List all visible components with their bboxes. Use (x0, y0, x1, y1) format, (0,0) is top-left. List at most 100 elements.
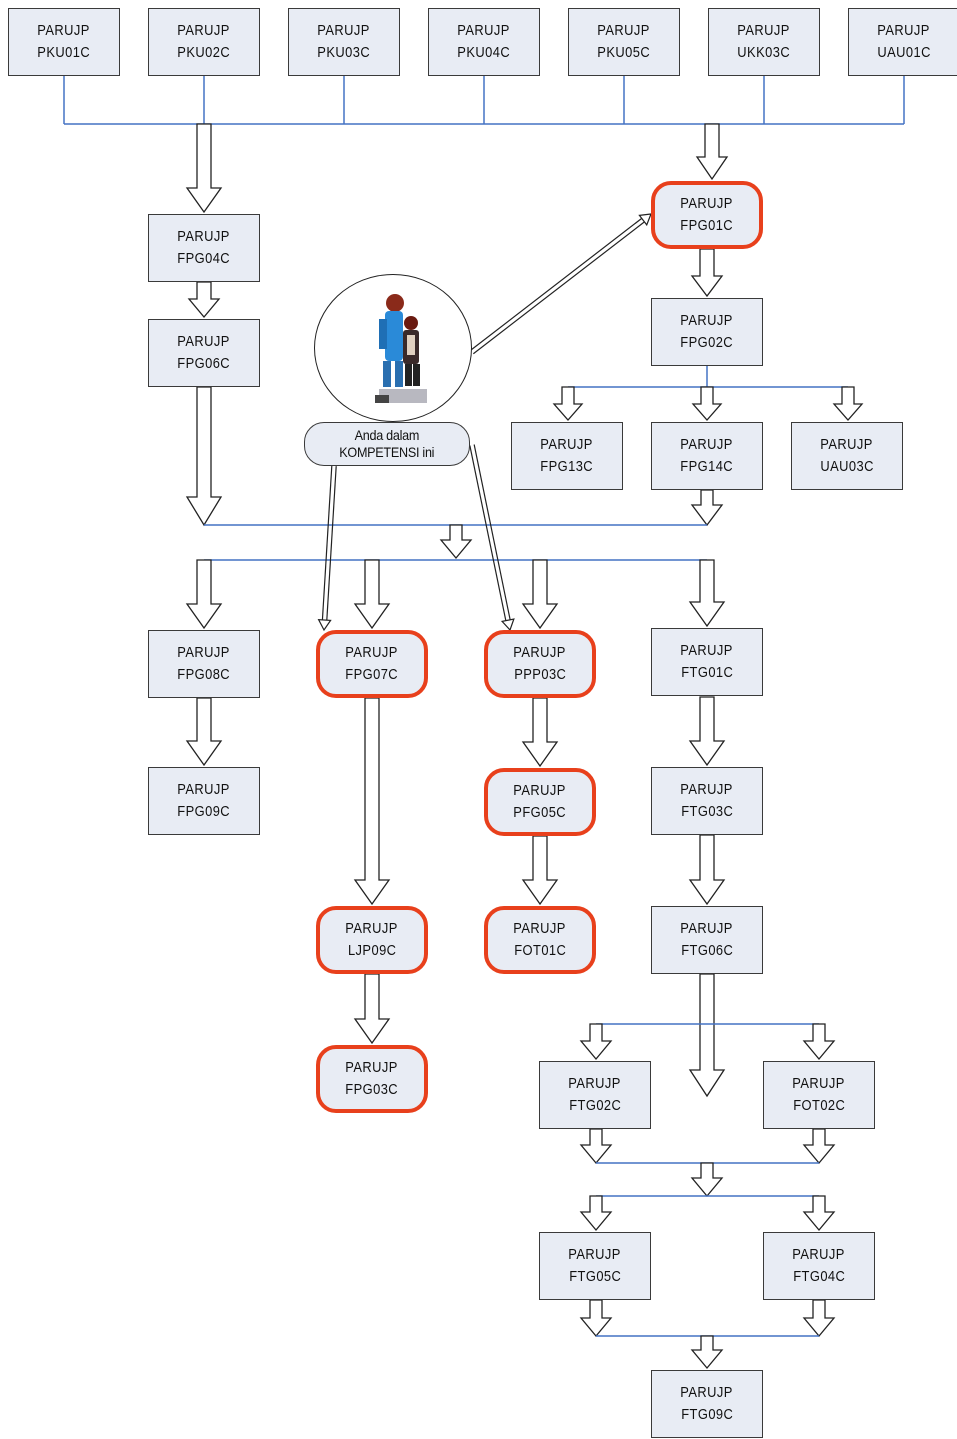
unit-box-pku04c: PARUJP PKU04C (428, 8, 540, 76)
unit-box-fpg07c: PARUJP FPG07C (316, 630, 428, 698)
pointer-arrow-line (321, 465, 333, 620)
flow-arrow (353, 559, 391, 630)
flow-arrow (552, 386, 584, 421)
unit-box-pku05c: PARUJP PKU05C (568, 8, 680, 76)
unit-box-ppp03c: PARUJP PPP03C (484, 630, 596, 698)
unit-label-line-1: PARUJP (680, 1384, 734, 1401)
unit-box-fpg09c: PARUJP FPG09C (148, 767, 260, 835)
flow-arrow (690, 248, 724, 298)
unit-code: FTG05C (568, 1268, 622, 1285)
unit-box-pfg05c: PARUJP PFG05C (484, 768, 596, 836)
flow-arrow (690, 1162, 724, 1198)
unit-code: PPP03C (513, 666, 567, 683)
unit-code: FOT02C (792, 1097, 846, 1114)
unit-box-uau01c: PARUJP UAU01C (848, 8, 957, 76)
unit-label-line-1: PARUJP (680, 642, 734, 659)
unit-code: FTG02C (568, 1097, 622, 1114)
unit-code: PKU03C (317, 44, 371, 61)
unit-label-line-1: PARUJP (37, 22, 91, 39)
unit-label-line-1: PARUJP (317, 22, 371, 39)
unit-label-line-1: PARUJP (177, 333, 231, 350)
unit-label-line-1: PARUJP (540, 436, 594, 453)
unit-code: FPG07C (345, 666, 399, 683)
flow-arrow (187, 281, 221, 319)
unit-code: FPG08C (177, 666, 231, 683)
flow-arrow (439, 524, 473, 560)
unit-label-line-1: PARUJP (877, 22, 931, 39)
unit-code: FPG03C (345, 1081, 399, 1098)
unit-label-line-1: PARUJP (737, 22, 791, 39)
unit-code: FPG02C (680, 334, 734, 351)
unit-code: UAU01C (877, 44, 931, 61)
you-are-here-callout: Anda dalam KOMPETENSI ini (304, 422, 470, 466)
pointer-arrow-line (326, 466, 337, 621)
flow-arrow (688, 559, 726, 628)
unit-label-line-1: PARUJP (680, 312, 734, 329)
unit-label-line-1: PARUJP (513, 644, 567, 661)
unit-code: LJP09C (347, 942, 397, 959)
unit-code: FTG04C (792, 1268, 846, 1285)
unit-label-line-1: PARUJP (345, 644, 399, 661)
flow-arrow (579, 1128, 613, 1165)
unit-label-line-1: PARUJP (345, 920, 399, 937)
flow-arrow (185, 559, 223, 630)
callout-line-1: Anda dalam (354, 427, 420, 443)
flow-arrow (688, 834, 726, 906)
unit-label-line-1: PARUJP (457, 22, 511, 39)
unit-box-pku03c: PARUJP PKU03C (288, 8, 400, 76)
flow-arrow (802, 1023, 836, 1061)
unit-label-line-1: PARUJP (568, 1246, 622, 1263)
unit-box-fpg08c: PARUJP FPG08C (148, 630, 260, 698)
flow-arrow (185, 123, 223, 214)
people-clipart-icon (375, 294, 427, 403)
unit-label-line-1: PARUJP (177, 781, 231, 798)
flow-arrow (690, 489, 724, 527)
unit-box-ftg01c: PARUJP FTG01C (651, 628, 763, 696)
flow-arrow (579, 1195, 613, 1232)
unit-box-fpg13c: PARUJP FPG13C (511, 422, 623, 490)
unit-code: FPG04C (177, 250, 231, 267)
flow-arrow (521, 697, 559, 768)
flow-arrow (353, 697, 391, 906)
unit-code: PKU04C (457, 44, 511, 61)
unit-code: PFG05C (513, 804, 567, 821)
unit-label-line-1: PARUJP (680, 781, 734, 798)
unit-box-ljp09c: PARUJP LJP09C (316, 906, 428, 974)
unit-code: PKU05C (597, 44, 651, 61)
unit-label-line-1: PARUJP (792, 1075, 846, 1092)
flow-arrow (802, 1195, 836, 1232)
pointer-arrow-line (469, 445, 507, 621)
unit-code: FPG09C (177, 803, 231, 820)
unit-label-line-1: PARUJP (513, 782, 567, 799)
unit-label-line-1: PARUJP (177, 644, 231, 661)
unit-code: FPG14C (680, 458, 734, 475)
callout-line-2: KOMPETENSI ini (339, 444, 435, 460)
unit-label-line-1: PARUJP (680, 195, 734, 212)
flow-arrow (579, 1023, 613, 1061)
pointer-arrowhead (638, 213, 652, 227)
unit-box-fot02c: PARUJP FOT02C (763, 1061, 875, 1129)
flow-arrow (185, 697, 223, 767)
flow-arrow (185, 386, 223, 527)
unit-label-line-1: PARUJP (680, 920, 734, 937)
unit-code: FTG01C (680, 664, 734, 681)
unit-label-line-1: PARUJP (177, 22, 231, 39)
unit-code: FPG13C (540, 458, 594, 475)
flow-arrow (521, 559, 559, 630)
pointer-arrow-line (473, 444, 511, 620)
flow-arrow (802, 1299, 836, 1338)
unit-box-ftg05c: PARUJP FTG05C (539, 1232, 651, 1300)
flow-arrow (688, 696, 726, 767)
unit-code: FOT01C (513, 942, 567, 959)
unit-label-line-1: PARUJP (597, 22, 651, 39)
unit-code: PKU02C (177, 44, 231, 61)
